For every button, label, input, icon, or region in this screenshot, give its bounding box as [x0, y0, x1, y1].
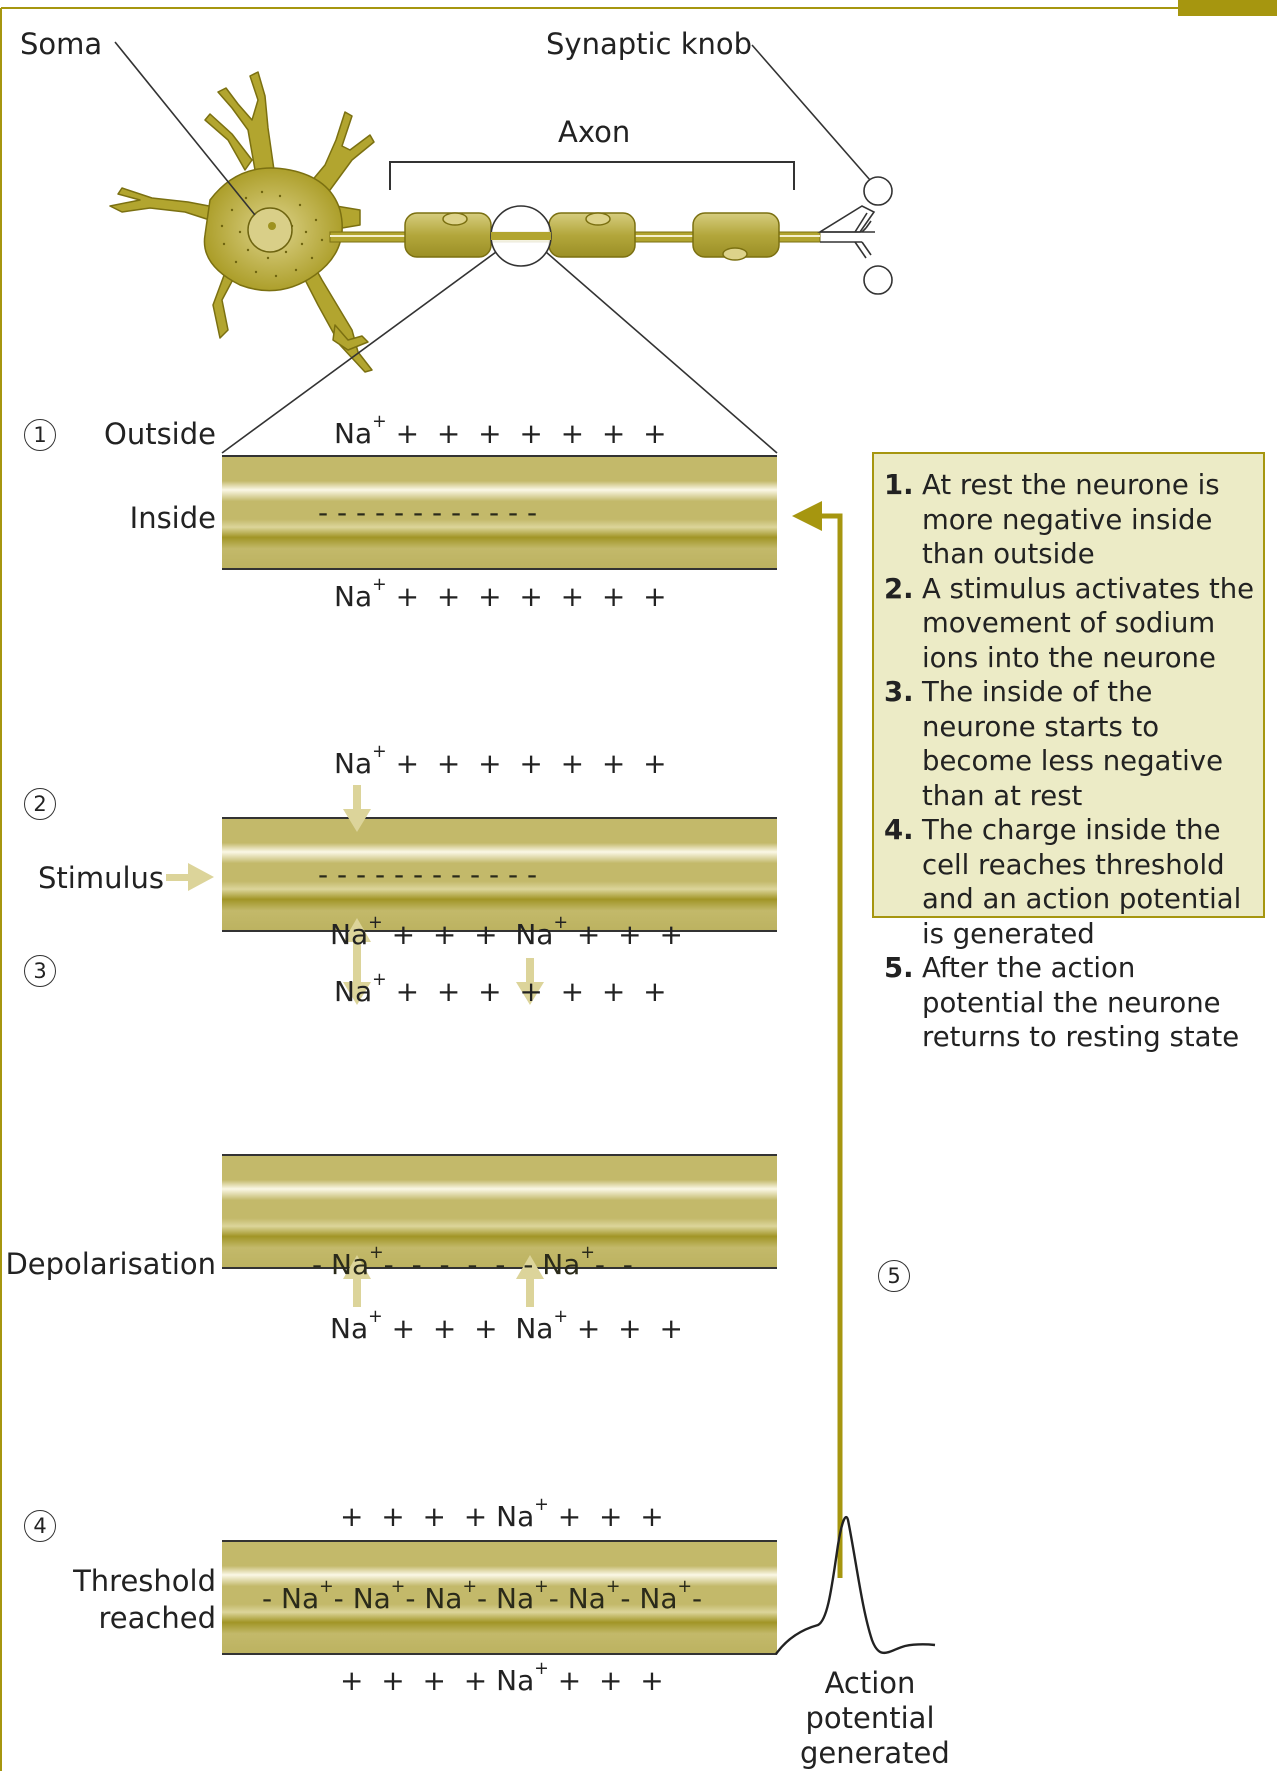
stimulus-arrow: [166, 863, 214, 891]
na-arrow-3b-bottom: [516, 1255, 544, 1307]
na-ion: Na+: [515, 913, 569, 951]
item-number: 2.: [884, 572, 914, 605]
threshold-label-line2: reached: [98, 1601, 216, 1635]
na-ion: Na+: [281, 1577, 334, 1615]
synaptic-knob-lower: [863, 265, 893, 295]
na-ion: Na+: [515, 1307, 569, 1345]
axon-bracket: [389, 161, 795, 190]
step4-inside-charges: - Na+- Na+- Na+- Na+- Na+- Na+-: [262, 1577, 703, 1615]
step1-bottom-charges: Na+ + + + + + + +: [334, 575, 667, 613]
na-ion: Na+: [424, 1577, 478, 1615]
item-number: 1.: [884, 469, 914, 501]
membrane-2: [222, 817, 777, 932]
synaptic-knob-label: Synaptic knob: [546, 27, 753, 61]
step2-bottom-charges: Na+ + + + + + + +: [334, 970, 667, 1008]
na-ion: Na+: [352, 1577, 406, 1615]
return-arrowhead: [792, 501, 822, 531]
na-ion: Na+: [334, 742, 387, 780]
na-ion: Na+: [334, 970, 387, 1008]
soma-texture: [220, 190, 324, 278]
na-arrow-3a-bottom: [343, 1255, 371, 1307]
na-arrow-2-top: [343, 785, 371, 832]
action-potential-label-line3: generated: [800, 1736, 950, 1770]
membrane-1: [222, 455, 777, 570]
step-5-badge: 5: [878, 1260, 910, 1292]
threshold-label-line1: Threshold: [73, 1564, 216, 1598]
soma-label: Soma: [20, 27, 103, 61]
zoom-line-right: [545, 251, 778, 454]
neurone-illustration: [109, 71, 893, 373]
na-arrow-2-bottom: [343, 918, 371, 968]
item-number: 5.: [884, 952, 914, 984]
item-number: 4.: [884, 814, 914, 846]
inside-label: Inside: [129, 501, 216, 535]
step3-bottom-charges: Na+ + + + Na+ + + +: [330, 1307, 683, 1345]
item-number: 3.: [884, 676, 914, 708]
step2-outside-charges: Na+ + + + + + + +: [334, 742, 667, 780]
axon-terminal: [817, 176, 893, 295]
item-text: A stimulus activates the movement of sod…: [922, 572, 1255, 674]
na-ion: Na+: [496, 1495, 549, 1533]
explanation-item: 1.At rest the neurone is more negative i…: [884, 468, 1257, 572]
step2-inside-charges: - - - - - - - - - - - -: [318, 858, 538, 891]
stimulus-label: Stimulus: [37, 861, 164, 895]
action-potential-trace: [775, 1515, 936, 1655]
sodium-arrows: [343, 785, 544, 1307]
synaptic-knob-upper: [863, 176, 893, 206]
na-ion: Na+: [330, 913, 383, 951]
explanation-item: 5.After the action potential the neurone…: [884, 951, 1257, 1055]
explanation-list: 1.At rest the neurone is more negative i…: [874, 454, 1263, 1055]
explanation-box: 1.At rest the neurone is more negative i…: [872, 452, 1265, 1053]
myelin-sheath: [404, 212, 780, 261]
na-arrow-3b-top: [516, 958, 544, 1005]
nucleus: [247, 207, 293, 253]
na-ion: Na+: [496, 1577, 549, 1615]
membrane-4: [222, 1540, 777, 1655]
item-text: At rest the neurone is more negative ins…: [922, 469, 1220, 570]
nucleolus: [268, 222, 276, 230]
step-3-badge: 3: [24, 955, 56, 987]
axon-label: Axon: [558, 115, 631, 149]
return-loop: [808, 513, 843, 1578]
na-ion: Na+: [542, 1243, 595, 1281]
step1-inside-charges: - - - - - - - - - - - -: [318, 496, 538, 529]
step1-outside-charges: Na+ + + + + + + +: [334, 412, 667, 450]
action-potential-label-line1: Action: [824, 1666, 916, 1700]
step4-outside-charges: + + + + Na+ + + +: [340, 1495, 664, 1533]
depolarisation-label: Depolarisation: [5, 1247, 216, 1281]
item-text: The inside of the neurone starts to beco…: [922, 676, 1223, 812]
na-ion: Na+: [334, 575, 387, 613]
na-arrow-3a-top: [343, 958, 371, 1005]
na-ion: Na+: [639, 1577, 693, 1615]
action-potential-label-line2: potential: [805, 1701, 935, 1735]
na-ion: Na+: [334, 412, 387, 450]
step-2-badge: 2: [24, 788, 56, 820]
item-text: The charge inside the cell reaches thres…: [922, 814, 1242, 950]
membrane-3: [222, 1154, 777, 1269]
outside-label: Outside: [104, 417, 216, 451]
step-1-badge: 1: [24, 419, 56, 451]
na-ion: Na+: [496, 1659, 549, 1697]
na-ion: Na+: [331, 1243, 384, 1281]
step-4-badge: 4: [24, 1510, 56, 1542]
na-ion: Na+: [330, 1307, 383, 1345]
explanation-item: 3.The inside of the neurone starts to be…: [884, 675, 1257, 813]
explanation-item: 4.The charge inside the cell reaches thr…: [884, 813, 1257, 951]
step3-inside-charges: - Na+- - - - - - Na+- -: [312, 1243, 633, 1281]
soma-leader: [114, 41, 256, 216]
zoom-line-left: [221, 251, 497, 454]
item-text: After the action potential the neurone r…: [922, 952, 1240, 1053]
step3-outside-charges: Na+ + + + Na+ + + +: [330, 913, 683, 951]
explanation-item: 2.A stimulus activates the movement of s…: [884, 572, 1257, 676]
synaptic-knob-leader: [751, 44, 871, 181]
step4-bottom-charges: + + + + Na+ + + +: [340, 1659, 664, 1697]
na-ion: Na+: [567, 1577, 621, 1615]
